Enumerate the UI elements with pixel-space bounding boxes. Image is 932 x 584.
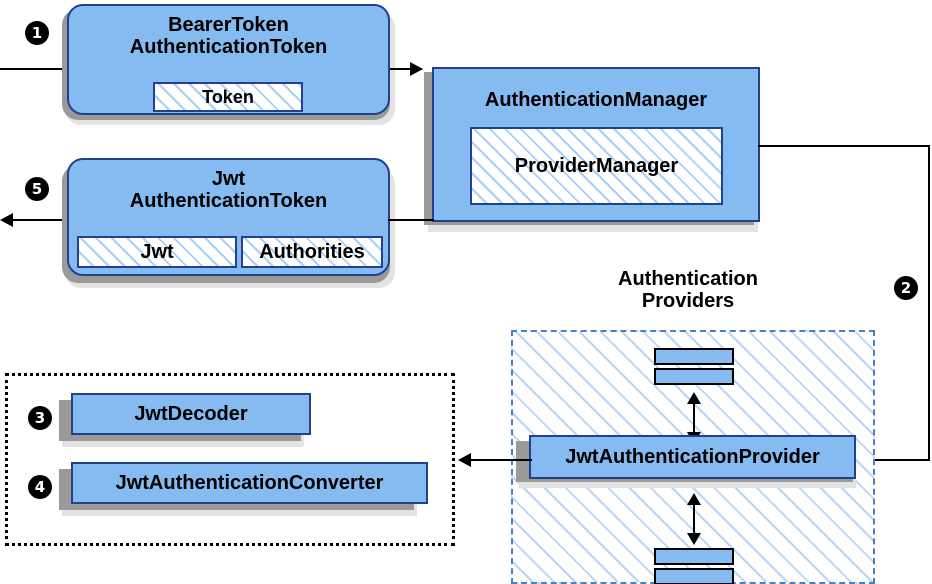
provider-upper-connector-line [693,394,695,442]
outbound-response-line [8,219,108,221]
provider-lower-connector-line [693,495,695,543]
step-badge-4: 4 [28,475,52,499]
inner-box-jwt-label: Jwt [140,241,174,263]
node-jwt-authentication-token[interactable]: Jwt AuthenticationToken Jwt Authorities [67,158,390,276]
step-badge-5: 5 [25,177,49,201]
step-badge-2: 2 [894,276,918,300]
jwt-token-title: Jwt AuthenticationToken [69,168,388,213]
node-bearer-token-authentication-token[interactable]: BearerToken AuthenticationToken Token [67,4,390,115]
step-badge-1: 1 [25,21,49,45]
panel-jwt-support-components[interactable] [5,373,455,546]
inner-box-provider-manager-label: ProviderManager [514,155,679,177]
bearer-token-title-line2: AuthenticationToken [129,36,328,59]
provider-lower-connector-arrowhead-up [687,493,701,505]
inbound-request-line [0,68,110,70]
provider-placeholder-bar-4 [654,568,734,584]
inner-box-authorities[interactable]: Authorities [241,236,383,268]
provider-upper-connector-arrowhead-up [687,392,701,404]
node-jwt-authentication-provider[interactable]: JwtAuthenticationProvider [529,435,856,479]
jwt-token-title-line1: Jwt [211,168,246,190]
bearer-token-title: BearerToken AuthenticationToken [69,14,388,59]
bearer-token-to-manager-line [390,68,422,70]
provider-placeholder-bar-3 [654,548,734,565]
authentication-providers-caption: Authentication Providers [568,268,808,313]
step-badge-3: 3 [28,406,52,430]
inner-box-token[interactable]: Token [153,82,303,112]
authentication-manager-title: AuthenticationManager [484,89,708,111]
authentication-providers-caption-line1: Authentication [618,268,758,290]
bearer-token-title-line1: BearerToken [168,14,289,36]
node-authentication-manager[interactable]: AuthenticationManager ProviderManager [432,67,760,222]
inner-box-provider-manager[interactable]: ProviderManager [470,127,723,205]
outbound-response-arrowhead [0,213,13,227]
jwt-decoder-label: JwtDecoder [134,403,248,425]
inner-box-token-label: Token [202,87,254,107]
node-jwt-decoder[interactable]: JwtDecoder [71,393,311,435]
manager-to-jwt-token-line [388,219,434,221]
provider-placeholder-bar-1 [654,348,734,365]
provider-to-decoder-group-arrowhead [458,453,471,467]
jwt-authentication-converter-label: JwtAuthenticationConverter [115,472,384,494]
step2-line-right [928,145,930,461]
inner-box-jwt[interactable]: Jwt [77,236,237,268]
jwt-token-title-line2: AuthenticationToken [129,190,328,213]
inner-box-authorities-label: Authorities [259,241,365,263]
provider-lower-connector-arrowhead-down [687,533,701,545]
provider-to-decoder-group-line [468,459,532,461]
jwt-authentication-provider-label: JwtAuthenticationProvider [565,446,820,468]
step2-line-top [758,145,930,147]
node-jwt-authentication-converter[interactable]: JwtAuthenticationConverter [71,462,428,504]
provider-placeholder-bar-2 [654,368,734,385]
step2-line-bottom [872,459,930,461]
bearer-token-to-manager-arrowhead [410,62,423,76]
authentication-providers-caption-line2: Providers [641,290,735,313]
